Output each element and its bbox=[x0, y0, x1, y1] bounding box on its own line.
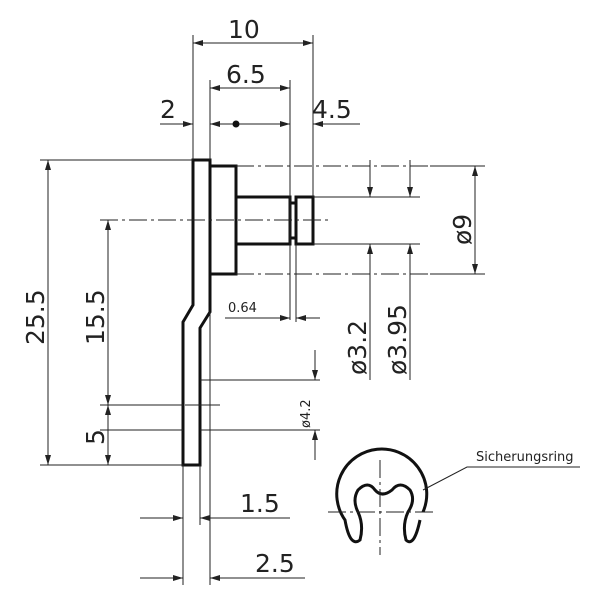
dim-hub-width: 6.5 bbox=[226, 60, 266, 89]
dim-pin-length: 4.5 bbox=[312, 95, 352, 124]
dim-hole-offset: 5 bbox=[81, 429, 110, 445]
part-label-sicherungsring: Sicherungsring bbox=[476, 450, 574, 465]
dim-hub-dia: ø9 bbox=[448, 214, 477, 245]
dim-height: 25.5 bbox=[21, 289, 50, 345]
dim-hole-dia: ø4.2 bbox=[299, 399, 314, 428]
dim-bend-offset: 1.5 bbox=[240, 489, 280, 518]
dim-bottom-width: 2.5 bbox=[255, 549, 295, 578]
dim-groove-width: 0.64 bbox=[228, 301, 257, 316]
dim-pin-offset: 15.5 bbox=[81, 289, 110, 345]
dimension-lines bbox=[45, 40, 478, 581]
extension-lines bbox=[40, 35, 485, 585]
dim-plate-thickness: 2 bbox=[160, 95, 176, 124]
dim-end-dia: ø3.95 bbox=[383, 304, 412, 375]
retaining-ring-view bbox=[328, 447, 580, 555]
center-lines bbox=[100, 219, 330, 406]
dim-shaft-dia: ø3.2 bbox=[343, 320, 372, 375]
dim-overall-width: 10 bbox=[228, 15, 260, 44]
